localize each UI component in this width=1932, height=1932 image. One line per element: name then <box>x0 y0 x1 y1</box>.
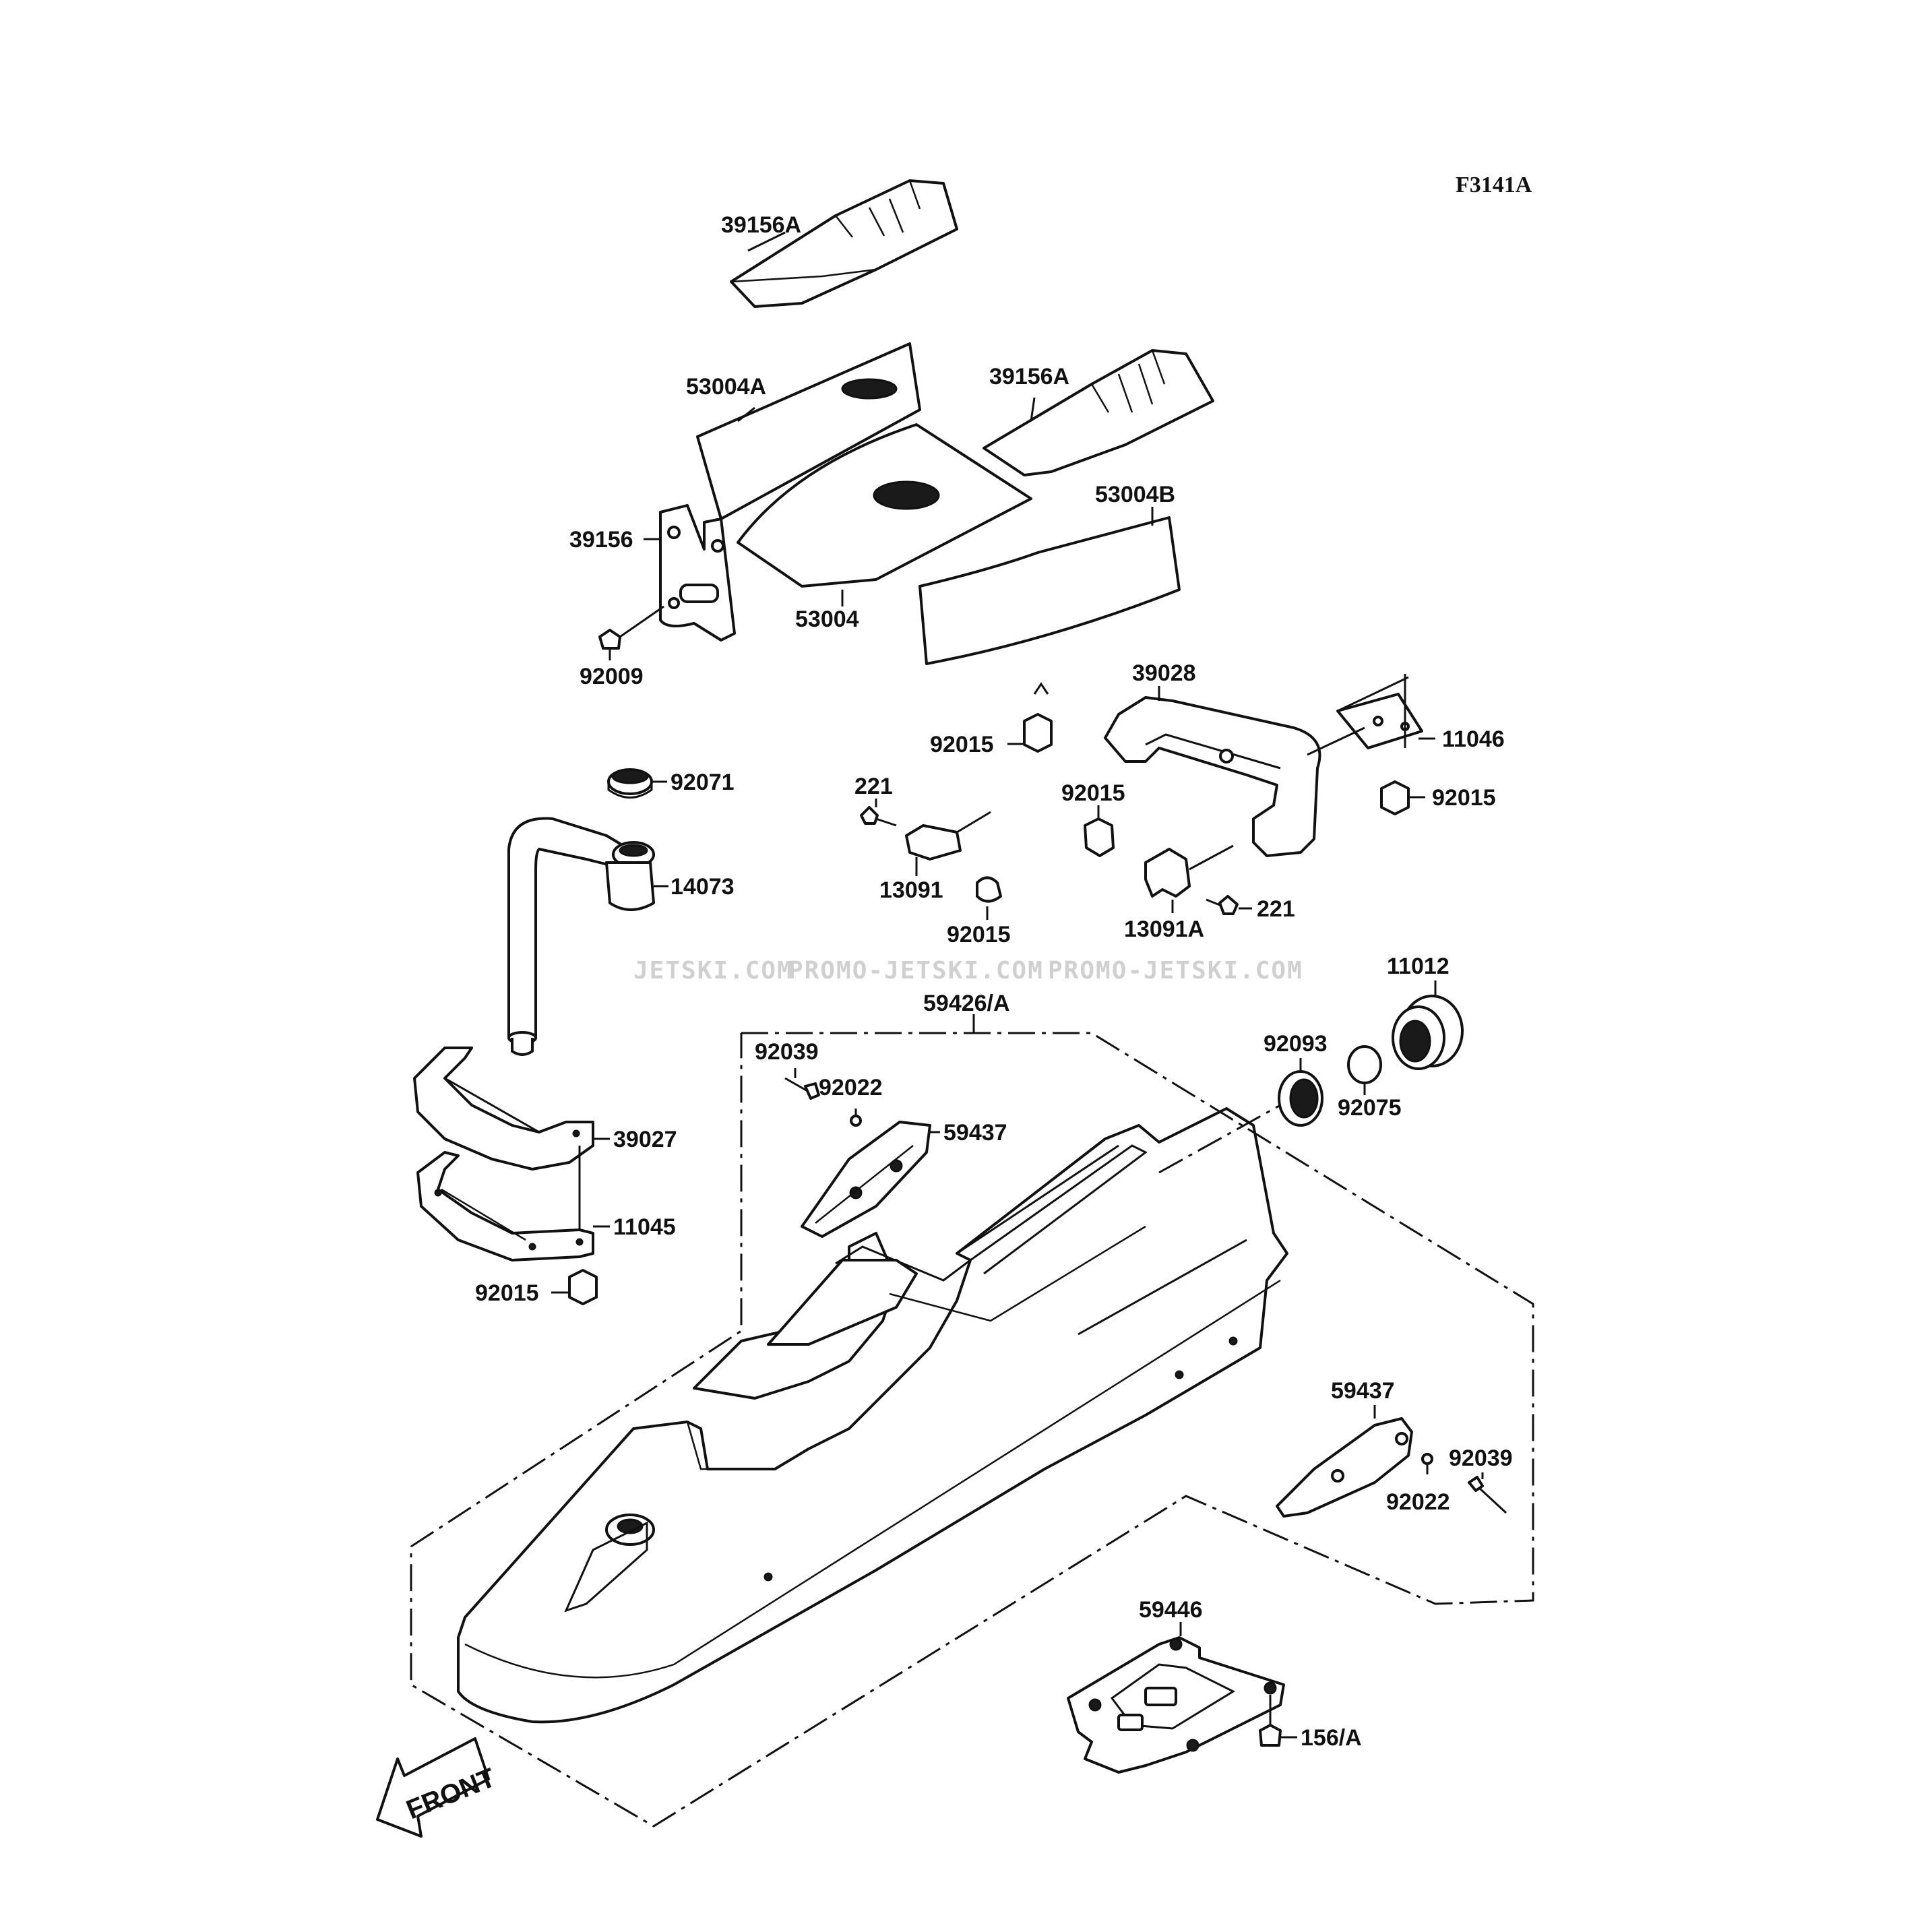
label-92022-a: 92022 <box>819 1075 883 1100</box>
label-39156: 39156 <box>569 527 633 553</box>
label-92015-d: 92015 <box>947 922 1011 947</box>
nut-92015-c <box>1084 817 1115 857</box>
label-92075: 92075 <box>1338 1095 1402 1121</box>
skid-59437-a <box>801 1121 931 1238</box>
label-221-a: 221 <box>854 774 893 799</box>
bolt-156A <box>1259 1695 1282 1747</box>
hull-assembly-outline <box>410 1032 1534 1828</box>
clip-13091 <box>905 811 991 861</box>
clip-13091A <box>1144 844 1234 898</box>
diagram-code: F3141A <box>1456 173 1532 197</box>
screw-221-b <box>1206 895 1239 915</box>
label-92015-b: 92015 <box>1432 785 1496 811</box>
seal-92093 <box>1278 1070 1323 1127</box>
label-53004A: 53004A <box>686 374 766 400</box>
label-39156A-top: 39156A <box>721 212 801 238</box>
watermark-text-1: JETSKI.COM <box>633 957 793 985</box>
mat-53004 <box>737 423 1032 588</box>
label-92009: 92009 <box>580 664 644 689</box>
mat-53004A <box>696 342 921 520</box>
nut-92015-e <box>568 1269 598 1305</box>
label-39156A-right: 39156A <box>989 364 1069 389</box>
frame-39028 <box>1104 696 1321 857</box>
bracket-39156 <box>659 504 736 642</box>
label-92015-e: 92015 <box>475 1280 539 1306</box>
label-221-b: 221 <box>1257 896 1295 922</box>
cap-92075 <box>1347 1045 1382 1084</box>
label-92022-b: 92022 <box>1386 1489 1450 1515</box>
label-11046: 11046 <box>1442 726 1505 752</box>
label-13091: 13091 <box>879 877 943 903</box>
front-arrow: FRONT <box>376 1737 499 1838</box>
label-156A: 156/A <box>1301 1725 1362 1751</box>
pad-39156A-right <box>983 349 1214 476</box>
nut-92015-a <box>1023 682 1053 753</box>
watermark-text-2: PROMO-JETSKI.COM <box>788 957 1044 985</box>
grommet-92071 <box>607 768 653 799</box>
screw-221-a <box>860 806 897 827</box>
skid-59437-b <box>1276 1417 1413 1518</box>
label-92039-b: 92039 <box>1449 1445 1513 1471</box>
handle-39027 <box>413 1047 594 1171</box>
label-92015-c: 92015 <box>1061 780 1125 806</box>
plate-11046 <box>1307 674 1423 756</box>
pipe-14073 <box>507 817 655 1056</box>
watermark: JETSKI.COM PROMO-JETSKI.COM PROMO-JETSKI… <box>633 957 1303 985</box>
rivet-92039-b <box>1468 1476 1507 1514</box>
pad-39156A-top <box>730 179 958 308</box>
label-59426A: 59426/A <box>923 991 1010 1016</box>
label-13091A: 13091A <box>1124 916 1204 942</box>
nut-92015-b <box>1380 780 1410 815</box>
label-53004: 53004 <box>795 606 859 632</box>
label-92015-a: 92015 <box>930 732 994 757</box>
bolt-92009 <box>598 605 664 650</box>
label-59437-a: 59437 <box>943 1120 1007 1146</box>
label-39027: 39027 <box>613 1127 677 1152</box>
label-92093: 92093 <box>1264 1031 1328 1057</box>
washer-92022-b <box>1421 1453 1433 1465</box>
hull-59426A <box>457 1107 1288 1724</box>
part-11012 <box>1392 995 1464 1070</box>
label-14073: 14073 <box>671 874 735 900</box>
plate-59446 <box>1067 1636 1285 1774</box>
label-39028: 39028 <box>1132 660 1196 686</box>
washer-92022-a <box>850 1115 862 1127</box>
label-11045: 11045 <box>613 1214 676 1240</box>
nut-92015-d <box>976 876 1002 903</box>
label-53004B: 53004B <box>1095 482 1175 507</box>
label-92039-a: 92039 <box>755 1039 819 1065</box>
rivet-92039-a <box>784 1077 820 1100</box>
label-59446: 59446 <box>1139 1597 1203 1623</box>
label-59437-b: 59437 <box>1331 1378 1395 1404</box>
plate-11045 <box>416 1151 594 1261</box>
mat-53004B <box>918 516 1181 665</box>
watermark-text-3: PROMO-JETSKI.COM <box>1048 957 1303 985</box>
label-11012: 11012 <box>1387 954 1450 979</box>
label-92071: 92071 <box>671 770 735 795</box>
